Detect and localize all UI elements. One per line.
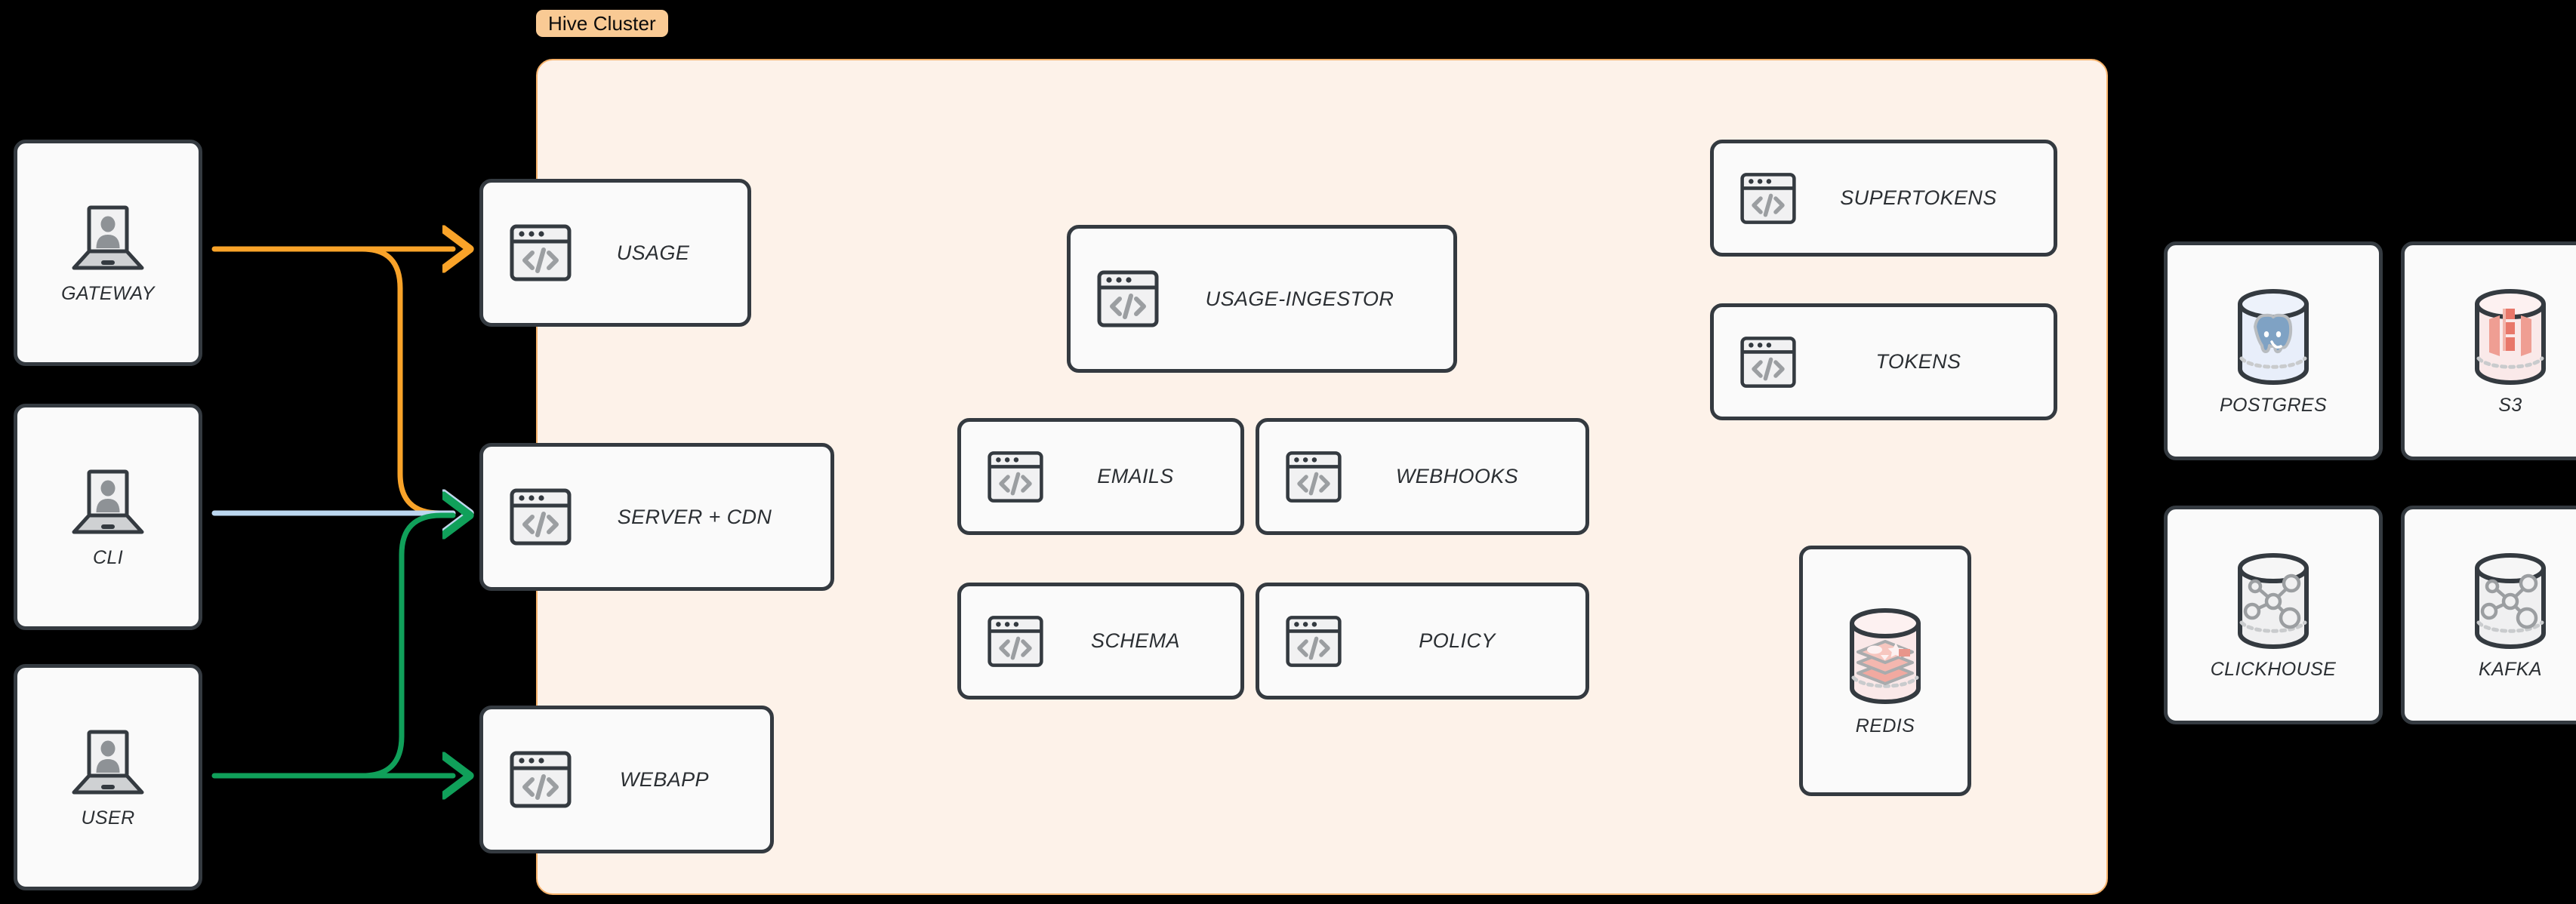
datastore-label: S3 <box>2498 394 2522 416</box>
code-window-icon <box>1285 448 1342 506</box>
code-window-icon <box>987 613 1044 670</box>
clickhouse-cylinder-icon <box>2226 550 2320 651</box>
service-box-webapp[interactable]: WEBAPP <box>479 706 774 853</box>
datastore-card-redis[interactable]: REDIS <box>1799 546 1971 796</box>
service-box-emails[interactable]: EMAILS <box>957 418 1244 535</box>
datastore-label: KAFKA <box>2479 658 2542 680</box>
edge-user-server-cdn <box>359 515 453 779</box>
service-label: WEBAPP <box>620 767 709 791</box>
service-label: POLICY <box>1419 629 1496 652</box>
service-box-usage[interactable]: USAGE <box>479 179 751 327</box>
client-label: GATEWAY <box>61 282 155 304</box>
code-window-icon <box>987 448 1044 506</box>
code-window-icon <box>1096 267 1160 331</box>
service-label: USAGE-INGESTOR <box>1205 287 1394 310</box>
service-label: SCHEMA <box>1091 629 1180 652</box>
s3-cylinder-icon <box>2464 286 2557 387</box>
redis-cylinder-icon <box>1838 605 1932 708</box>
laptop-user-icon <box>63 726 153 804</box>
client-card-cli[interactable]: CLI <box>14 404 202 630</box>
service-box-schema[interactable]: SCHEMA <box>957 583 1244 700</box>
laptop-user-icon <box>63 201 153 280</box>
service-box-server-cdn[interactable]: SERVER + CDN <box>479 443 834 591</box>
service-label: SUPERTOKENS <box>1840 186 1997 209</box>
service-label: TOKENS <box>1875 350 1961 373</box>
hive-cluster-badge: Hive Cluster <box>536 10 668 37</box>
code-window-icon <box>1739 334 1797 391</box>
datastore-card-s3[interactable]: S3 <box>2401 241 2576 460</box>
datastore-card-kafka[interactable]: KAFKA <box>2401 506 2576 724</box>
code-window-icon <box>509 748 572 811</box>
client-label: CLI <box>92 546 124 568</box>
client-label: USER <box>81 807 135 829</box>
postgres-cylinder-icon <box>2226 286 2320 387</box>
edge-gateway-server-cdn <box>359 246 453 513</box>
service-box-webhooks[interactable]: WEBHOOKS <box>1256 418 1589 535</box>
service-label: SERVER + CDN <box>617 505 772 528</box>
service-box-supertokens[interactable]: SUPERTOKENS <box>1710 140 2057 257</box>
datastore-label: POSTGRES <box>2219 394 2328 416</box>
service-box-tokens[interactable]: TOKENS <box>1710 303 2057 420</box>
datastore-card-postgres[interactable]: POSTGRES <box>2164 241 2383 460</box>
client-card-user[interactable]: USER <box>14 664 202 890</box>
datastore-label: CLICKHOUSE <box>2210 658 2337 680</box>
code-window-icon <box>1739 170 1797 227</box>
code-window-icon <box>1285 613 1342 670</box>
service-label: USAGE <box>616 241 690 264</box>
datastore-label: REDIS <box>1855 715 1915 736</box>
service-label: WEBHOOKS <box>1395 465 1519 487</box>
service-box-policy[interactable]: POLICY <box>1256 583 1589 700</box>
kafka-cylinder-icon <box>2464 550 2557 651</box>
datastore-card-clickhouse[interactable]: CLICKHOUSE <box>2164 506 2383 724</box>
code-window-icon <box>509 485 572 549</box>
laptop-user-icon <box>63 466 153 544</box>
service-box-usage-ingestor[interactable]: USAGE-INGESTOR <box>1067 225 1457 373</box>
client-card-gateway[interactable]: GATEWAY <box>14 140 202 366</box>
code-window-icon <box>509 221 572 284</box>
service-label: EMAILS <box>1097 465 1174 487</box>
